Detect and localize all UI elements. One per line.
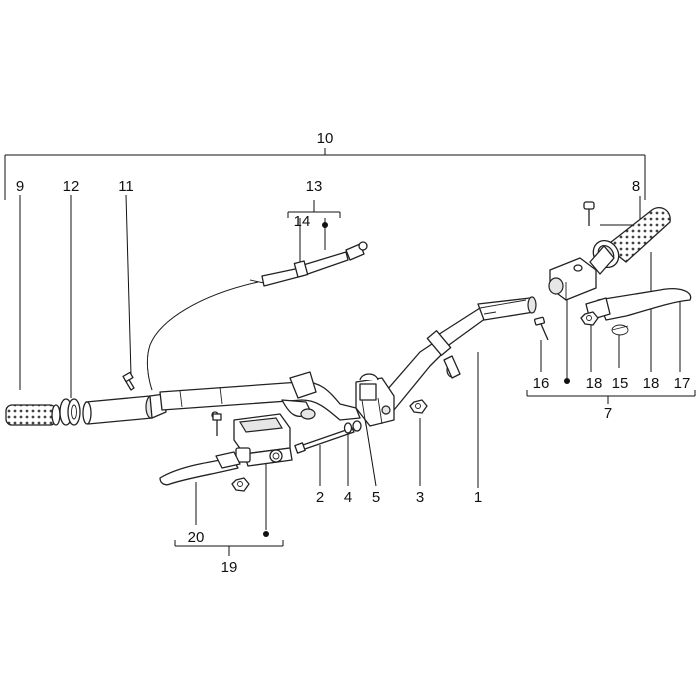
leader-lines	[19, 194, 681, 530]
callout-16: 16	[533, 375, 550, 392]
callout-18-left: 18	[586, 375, 603, 392]
callout-11: 11	[118, 178, 134, 195]
callout-10: 10	[317, 130, 334, 147]
callout-7: 7	[604, 405, 612, 422]
spring-clip-icon	[611, 324, 629, 336]
screw-icon	[122, 371, 135, 391]
nut-icon	[580, 311, 599, 326]
nut-icon	[409, 399, 428, 414]
throttle-cable-icon	[146, 241, 368, 391]
washer-icon	[59, 398, 81, 426]
callout-5: 5	[372, 489, 380, 506]
brake-lever-icon	[159, 451, 241, 486]
washer-icon	[343, 422, 353, 434]
callout-2: 2	[316, 489, 324, 506]
callout-15: 15	[612, 375, 629, 392]
assembly-bracket-7	[526, 390, 696, 404]
callouts: 10 9 12 11 13 14 8 16 18 15 18 17 7 2 4 …	[16, 130, 691, 576]
marker-dot-icon	[322, 222, 328, 228]
callout-1: 1	[474, 489, 482, 506]
u-bolt-clamp-icon	[355, 373, 395, 427]
callout-18-right: 18	[643, 375, 660, 392]
assembly-bracket-10	[4, 148, 646, 200]
screw-icon	[533, 316, 549, 341]
marker-dot-icon	[564, 378, 570, 384]
throttle-grip-icon	[589, 207, 671, 275]
screw-icon	[583, 201, 595, 226]
nut-icon	[231, 477, 250, 492]
callout-19: 19	[221, 559, 238, 576]
callout-13: 13	[306, 178, 323, 195]
callout-12: 12	[63, 178, 80, 195]
left-grip-icon	[5, 404, 61, 426]
handlebar-icon	[159, 296, 537, 421]
callout-17: 17	[674, 375, 691, 392]
callout-20: 20	[188, 529, 205, 546]
long-bolt-icon	[294, 427, 355, 454]
grip-sleeve-icon	[82, 393, 167, 425]
screw-icon	[212, 413, 222, 436]
callout-3: 3	[416, 489, 424, 506]
right-clamp-icon	[548, 257, 597, 301]
brake-lever-icon	[585, 288, 692, 321]
callout-4: 4	[344, 489, 352, 506]
assembly-bracket-13	[287, 200, 341, 218]
callout-9: 9	[16, 178, 24, 195]
callout-8: 8	[632, 178, 640, 195]
callout-14: 14	[294, 213, 311, 230]
nut-icon	[352, 420, 362, 432]
marker-dot-icon	[263, 531, 269, 537]
assembly-bracket-19	[174, 540, 284, 556]
brake-master-cylinder-icon	[233, 413, 293, 467]
